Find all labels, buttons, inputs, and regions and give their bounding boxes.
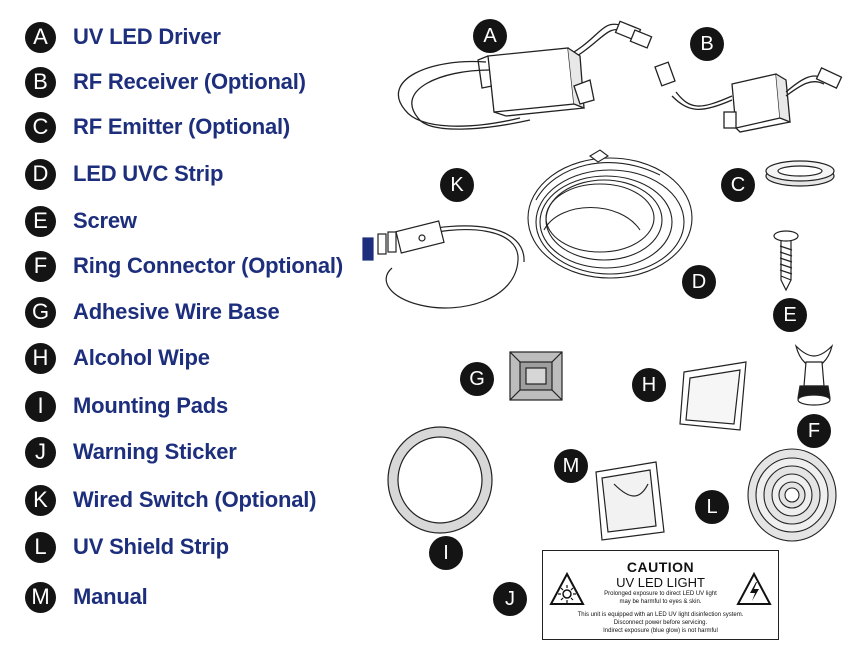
ring-connector-image [794, 344, 834, 406]
legend-label-c: RF Emitter (Optional) [73, 114, 291, 139]
legend-item-b: B RF Receiver (Optional) [25, 66, 306, 98]
legend-label-d: LED UVC Strip [73, 161, 224, 186]
legend-badge-m: M [25, 581, 56, 613]
legend-label-e: Screw [73, 208, 137, 233]
legend-label-b: RF Receiver (Optional) [73, 69, 306, 94]
legend-item-g: G Adhesive Wire Base [25, 296, 280, 328]
legend-badge-f: F [25, 250, 56, 282]
parts-legend: A UV LED Driver B RF Receiver (Optional)… [0, 0, 360, 652]
screw-image [773, 230, 799, 292]
legend-item-a: A UV LED Driver [25, 21, 221, 53]
legend-item-i: I Mounting Pads [25, 390, 228, 422]
high-voltage-warning-icon [736, 571, 772, 605]
legend-label-f: Ring Connector (Optional) [73, 253, 343, 278]
manual-image [595, 461, 665, 541]
callout-i: I [429, 536, 463, 570]
rf-emitter-image [765, 160, 835, 187]
legend-badge-c: C [25, 111, 56, 143]
sticker-line-1: Prolonged exposure to direct LED UV ligh… [604, 591, 717, 597]
callout-l: L [695, 490, 729, 524]
legend-badge-a: A [25, 21, 56, 53]
legend-badge-g: G [25, 296, 56, 328]
sticker-line-3: This unit is equipped with an LED UV lig… [577, 612, 744, 618]
legend-item-d: D LED UVC Strip [25, 158, 223, 190]
sticker-title: CAUTION [626, 559, 695, 575]
sticker-subtitle: UV LED LIGHT [616, 575, 705, 590]
legend-badge-d: D [25, 158, 56, 190]
callout-m: M [554, 449, 588, 483]
legend-badge-j: J [25, 436, 56, 468]
alcohol-wipe-image [679, 361, 747, 431]
wired-switch-image [362, 220, 525, 309]
legend-item-c: C RF Emitter (Optional) [25, 111, 290, 143]
legend-item-j: J Warning Sticker [25, 436, 237, 468]
legend-label-g: Adhesive Wire Base [73, 299, 280, 324]
callout-h: H [632, 368, 666, 402]
legend-badge-k: K [25, 484, 56, 516]
callout-d: D [682, 265, 716, 299]
uv-led-driver-image [397, 20, 653, 130]
legend-label-m: Manual [73, 584, 148, 609]
legend-item-k: K Wired Switch (Optional) [25, 484, 317, 516]
legend-badge-b: B [25, 66, 56, 98]
legend-label-a: UV LED Driver [73, 24, 221, 49]
legend-label-i: Mounting Pads [73, 393, 229, 418]
callout-b: B [690, 27, 724, 61]
legend-item-m: M Manual [25, 581, 148, 613]
callout-g: G [460, 362, 494, 396]
legend-badge-l: L [25, 531, 56, 563]
legend-item-l: L UV Shield Strip [25, 531, 229, 563]
legend-badge-e: E [25, 205, 56, 237]
adhesive-wire-base-image [509, 351, 563, 401]
legend-label-k: Wired Switch (Optional) [73, 487, 317, 512]
sticker-line-4: Disconnect power before servicing. [613, 620, 708, 626]
legend-badge-i: I [25, 390, 56, 422]
callout-f: F [797, 414, 831, 448]
legend-label-h: Alcohol Wipe [73, 345, 210, 370]
legend-label-l: UV Shield Strip [73, 534, 229, 559]
sticker-line-2: may be harmful to eyes & skin. [619, 599, 702, 605]
sticker-line-5: Indirect exposure (blue glow) is not har… [603, 628, 718, 634]
callout-k: K [440, 168, 474, 202]
legend-item-h: H Alcohol Wipe [25, 342, 210, 374]
rf-receiver-image [654, 61, 843, 133]
callout-c: C [721, 168, 755, 202]
uv-shield-strip-image [747, 448, 837, 542]
legend-item-f: F Ring Connector (Optional) [25, 250, 343, 282]
callout-j: J [493, 582, 527, 616]
legend-item-e: E Screw [25, 205, 137, 237]
led-uvc-strip-image [527, 149, 693, 279]
uv-radiation-warning-icon [549, 571, 585, 605]
callout-e: E [773, 298, 807, 332]
callout-a: A [473, 19, 507, 53]
warning-sticker: CAUTION UV LED LIGHT Prolonged exposure … [542, 550, 779, 640]
mounting-pads-image [387, 426, 493, 534]
legend-label-j: Warning Sticker [73, 439, 237, 464]
legend-badge-h: H [25, 342, 56, 374]
